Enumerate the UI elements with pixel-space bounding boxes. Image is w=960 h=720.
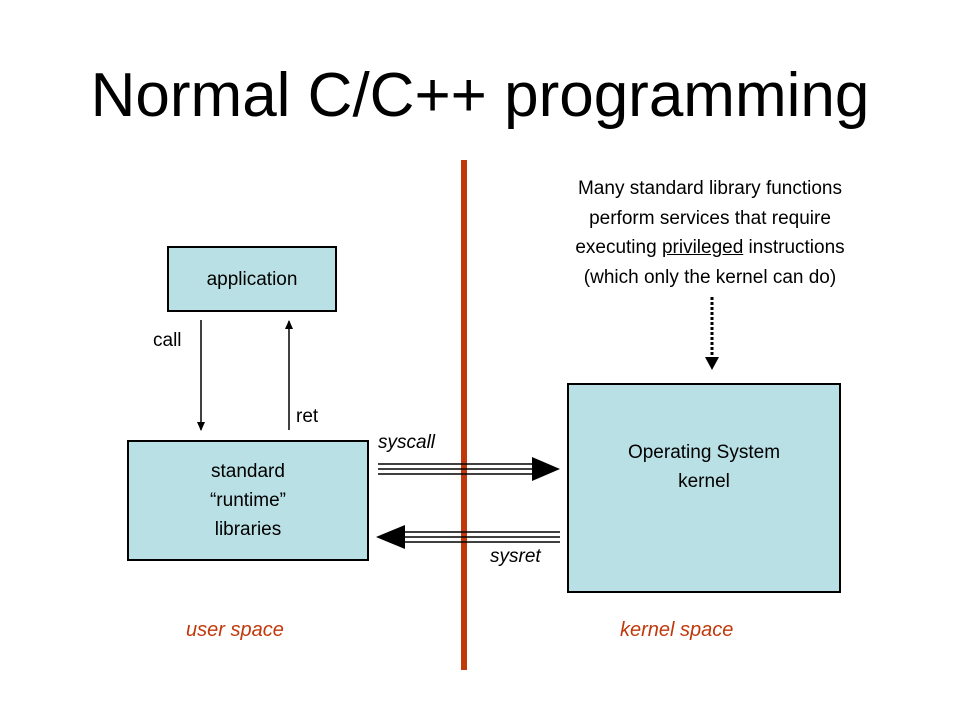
- sysret-arrow: [376, 525, 560, 549]
- syscall-label: syscall: [378, 432, 436, 453]
- runtime-libraries-box: standard “runtime” libraries: [127, 440, 369, 561]
- note-privileged-word: privileged: [661, 237, 744, 258]
- os-kernel-box-label: Operating System kernel: [627, 442, 781, 492]
- note-line-1: Many standard library functions: [577, 178, 842, 199]
- note-line-4: (which only the kernel can do): [583, 266, 837, 288]
- runtime-libraries-box-label: standard “runtime” libraries: [209, 461, 286, 540]
- os-kernel-box: Operating System kernel: [567, 383, 841, 593]
- ret-label: ret: [296, 406, 319, 427]
- sysret-label: sysret: [490, 546, 541, 567]
- slide-title: Normal C/C++ programming: [90, 61, 870, 130]
- note-line-3-start: executing: [575, 237, 662, 258]
- user-space-label: user space: [186, 619, 284, 641]
- application-box: application: [167, 246, 337, 312]
- user-kernel-divider: [461, 160, 467, 670]
- application-box-label: application: [206, 268, 298, 290]
- privileged-note: Many standard library functions perform …: [530, 174, 890, 292]
- note-line-3: executing privileged instructions: [530, 233, 890, 263]
- note-pointer-arrow: [705, 297, 719, 370]
- kernel-space-label: kernel space: [620, 619, 734, 641]
- note-line-3-end: instructions: [743, 237, 845, 258]
- call-label: call: [153, 330, 182, 351]
- note-line-2: perform services that require: [589, 207, 831, 229]
- syscall-arrow: [378, 457, 560, 481]
